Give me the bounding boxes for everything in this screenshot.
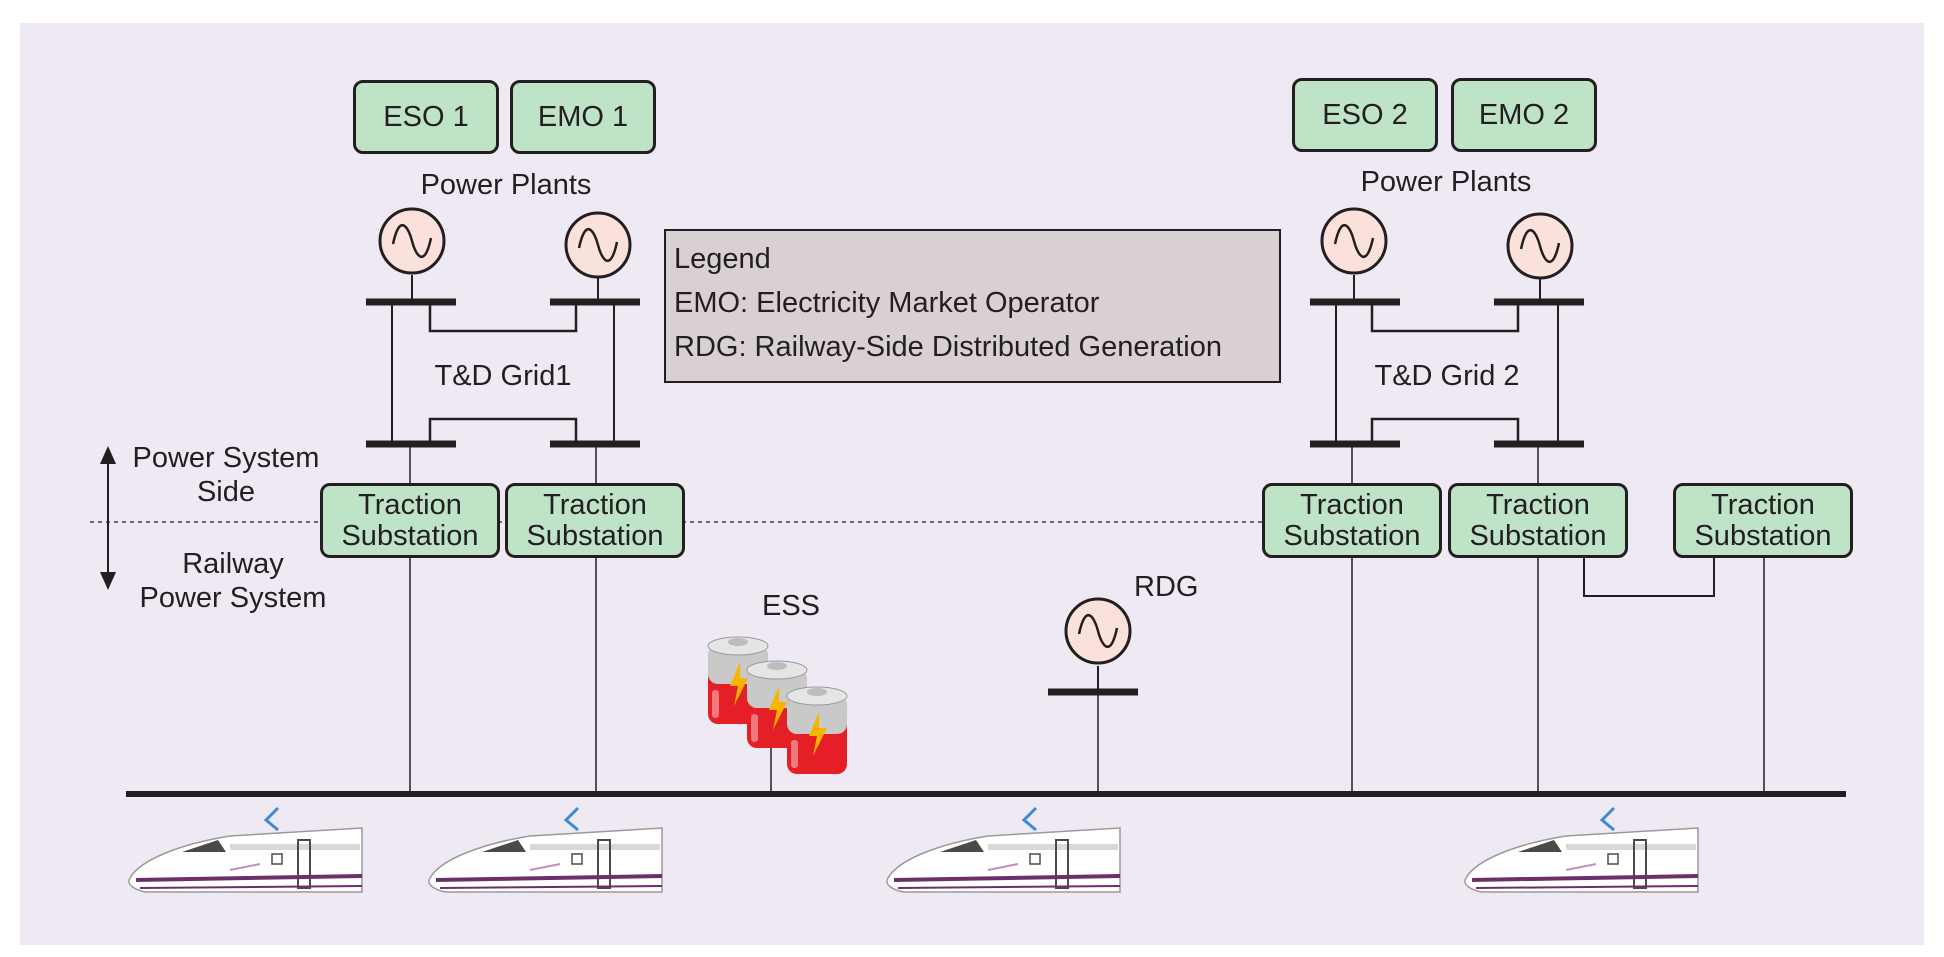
substation-line2: Substation [1694,519,1832,552]
generator-icon [564,211,632,279]
power-plants-label-left: Power Plants [420,169,592,201]
rdg-label: RDG [1134,571,1199,603]
grid-label-right: T&D Grid 2 [1374,360,1520,392]
train-icon [128,806,363,893]
operator-box-emo1: EMO 1 [510,80,656,154]
left-grid-network [366,275,640,794]
substation-line1: Traction [543,488,647,521]
legend-item: EMO: Electricity Market Operator [674,287,1100,319]
substation-line1: Traction [1711,488,1815,521]
rdg-generator-group [1048,666,1138,794]
side-label-line: Power System [132,442,320,474]
legend-item: RDG: Railway-Side Distributed Generation [674,331,1222,363]
generator-icon [1506,212,1574,280]
generator-icon [378,207,446,275]
substation-line2: Substation [1283,519,1421,552]
railway-power-system-label: Railway Power System [124,547,342,615]
power-system-side-label: Power System Side [118,441,334,509]
substation-line1: Traction [358,488,462,521]
operator-box-eso2: ESO 2 [1292,78,1438,152]
substation-line2: Substation [526,519,664,552]
substation-line2: Substation [341,519,479,552]
generator-icon [1064,597,1132,665]
operator-box-eso1: ESO 1 [353,80,499,154]
ess-batteries [707,636,848,774]
train-icon [1464,806,1699,893]
train-icon [886,806,1121,893]
right-grid-network [1310,275,1765,794]
power-plants-label-right: Power Plants [1360,166,1532,198]
battery-icon [786,686,848,774]
side-label-line: Railway [182,548,284,580]
operator-box-emo2: EMO 2 [1451,78,1597,152]
generator-icon [1320,207,1388,275]
side-arrow [100,446,116,590]
train-icon [428,806,663,893]
legend-title: Legend [674,243,771,275]
ess-label: ESS [762,590,821,622]
side-label-line: Side [196,476,256,508]
grid-label-left: T&D Grid1 [434,360,572,392]
legend-box: Legend EMO: Electricity Market Operator … [664,229,1281,383]
substation-line1: Traction [1300,488,1404,521]
substation-line1: Traction [1486,488,1590,521]
substation-line2: Substation [1469,519,1607,552]
side-label-line: Power System [139,582,327,614]
